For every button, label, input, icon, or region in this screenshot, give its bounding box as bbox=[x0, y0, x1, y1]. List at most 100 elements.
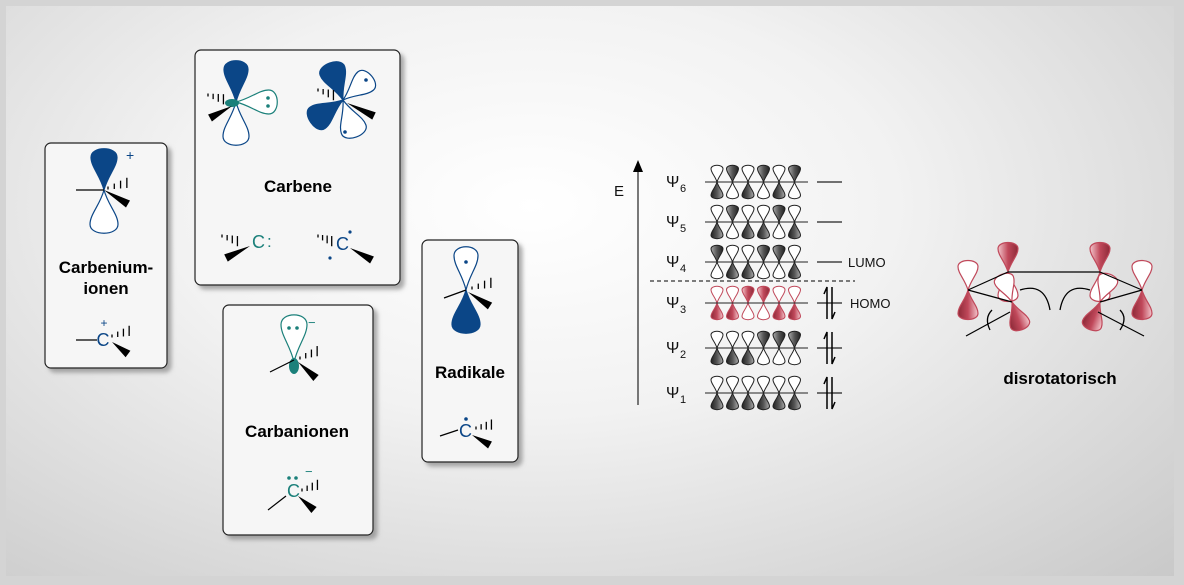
mo-label-subscript: 6 bbox=[680, 183, 686, 195]
carbanion-orbital-charge: − bbox=[308, 315, 316, 330]
energy-axis-arrowhead bbox=[633, 160, 643, 172]
sigma-bond bbox=[967, 271, 1009, 291]
mo-orbital-bottom-lobe bbox=[772, 220, 786, 240]
spin-down-arrow bbox=[831, 377, 836, 410]
mo-orbital-top-lobe bbox=[725, 244, 740, 264]
mo-label-subscript: 1 bbox=[680, 394, 686, 406]
mo-orbital-top-lobe bbox=[741, 244, 755, 264]
electron-dot bbox=[343, 130, 347, 134]
carbene-p-lobe-filled bbox=[223, 60, 249, 103]
mo-orbital-top-lobe bbox=[772, 164, 786, 184]
wedge-bond bbox=[472, 435, 492, 449]
mo-orbital-top-lobe bbox=[772, 244, 786, 264]
mo-orbital-top-lobe bbox=[710, 330, 724, 350]
spin-up-arrow bbox=[823, 286, 828, 319]
spin-up-arrow bbox=[823, 331, 828, 364]
carbenium-orbital-charge: + bbox=[126, 147, 134, 163]
mo-orbital-top-lobe bbox=[756, 285, 771, 305]
mo-label: Ψ bbox=[666, 254, 679, 271]
carbenium-box bbox=[44, 142, 168, 369]
mo-label-subscript: 4 bbox=[680, 263, 686, 275]
rotation-arrow-left-lower bbox=[986, 309, 993, 331]
mo-orbital-bottom-lobe bbox=[710, 301, 724, 321]
carbanion-small-lobe bbox=[289, 358, 299, 374]
mo-orbital-top-lobe bbox=[710, 285, 724, 305]
electron-dot bbox=[295, 326, 299, 330]
carbanion-atom: C bbox=[287, 481, 300, 501]
mo-orbital-top-lobe bbox=[772, 285, 786, 305]
carbanion-charge: − bbox=[305, 464, 313, 479]
mo-orbital-top-lobe bbox=[787, 285, 802, 305]
mo-label-subscript: 5 bbox=[680, 223, 686, 235]
spin-down-arrow bbox=[831, 287, 836, 320]
mo-orbital-top-lobe bbox=[756, 204, 771, 224]
bond-line bbox=[269, 359, 295, 373]
electron-dot bbox=[287, 326, 291, 330]
mo-orbital-bottom-lobe bbox=[710, 260, 724, 280]
mo-label: Ψ bbox=[666, 295, 679, 312]
radical-filled-lobe bbox=[451, 287, 481, 334]
spin-up-arrow bbox=[823, 376, 828, 409]
mo-orbital-bottom-lobe bbox=[787, 301, 802, 321]
radical-empty-lobe bbox=[453, 246, 479, 291]
carbene-singlet-atom: C bbox=[252, 232, 265, 252]
carbenium-title-2: ionen bbox=[83, 279, 128, 298]
p-orbital-filled-lobe bbox=[90, 148, 118, 193]
sigma-bond bbox=[1099, 271, 1143, 291]
mo-orbital-top-lobe bbox=[756, 330, 771, 350]
carbene-lone-pair: : bbox=[267, 232, 272, 251]
mo-orbital-bottom-lobe bbox=[772, 301, 786, 321]
spin-down-arrow bbox=[831, 332, 836, 365]
mo-orbital-bottom-lobe bbox=[741, 346, 755, 366]
mo-orbital-bottom-lobe bbox=[741, 180, 755, 200]
radical-box bbox=[421, 239, 519, 463]
mo-orbital-top-lobe bbox=[787, 330, 802, 350]
mo-orbital-bottom-lobe bbox=[710, 346, 724, 366]
electron-dot bbox=[464, 260, 468, 264]
mo-orbital-bottom-lobe bbox=[710, 391, 724, 411]
energy-axis-label: E bbox=[614, 183, 624, 200]
mo-orbital-top-lobe bbox=[741, 285, 755, 305]
wedge-bond bbox=[208, 106, 232, 122]
electron-dot bbox=[266, 96, 270, 100]
carbene-sp2-lobe bbox=[235, 89, 278, 115]
mo-orbital-bottom-lobe bbox=[772, 391, 786, 411]
mo-orbital-bottom-lobe bbox=[725, 260, 740, 280]
bond-line bbox=[439, 429, 459, 437]
wedge-bond bbox=[104, 190, 131, 208]
electron-dot bbox=[266, 104, 270, 108]
mo-orbital-bottom-lobe bbox=[710, 180, 724, 200]
disrotatory-label: disrotatorisch bbox=[1003, 369, 1116, 388]
orbital-right-outer-bottom bbox=[1131, 287, 1153, 321]
mo-orbital-bottom-lobe bbox=[756, 301, 771, 321]
mo-orbital-bottom-lobe bbox=[725, 346, 740, 366]
wedge-bond bbox=[347, 103, 376, 120]
triplet-lobe-1 bbox=[319, 61, 347, 103]
orbital-left-top-top bbox=[997, 241, 1019, 275]
wedge-bond bbox=[224, 246, 250, 262]
orbital-right-rotating-bottom bbox=[1081, 299, 1103, 332]
mo-label: Ψ bbox=[666, 340, 679, 357]
mo-orbital-top-lobe bbox=[741, 164, 755, 184]
mo-orbital-top-lobe bbox=[725, 164, 740, 184]
orbital-left-outer-top bbox=[957, 259, 979, 293]
electron-dot bbox=[364, 78, 368, 82]
mo-orbital-bottom-lobe bbox=[756, 220, 771, 240]
wedge-bond bbox=[468, 292, 493, 310]
lumo-label: LUMO bbox=[848, 255, 886, 270]
mo-label: Ψ bbox=[666, 214, 679, 231]
mo-orbital-bottom-lobe bbox=[772, 346, 786, 366]
orbital-right-outer-top bbox=[1131, 259, 1153, 293]
mo-orbital-top-lobe bbox=[741, 330, 755, 350]
carbene-title: Carbene bbox=[264, 177, 332, 196]
bond-line bbox=[443, 289, 467, 299]
mo-orbital-top-lobe bbox=[725, 285, 740, 305]
mo-orbital-top-lobe bbox=[710, 164, 724, 184]
p-orbital-empty-lobe bbox=[89, 187, 119, 234]
carbene-sp2-small-lobe bbox=[225, 99, 239, 107]
electron-dot bbox=[328, 256, 332, 260]
mo-orbital-top-lobe bbox=[756, 375, 771, 395]
mo-orbital-bottom-lobe bbox=[725, 220, 740, 240]
mo-orbital-bottom-lobe bbox=[787, 391, 802, 411]
